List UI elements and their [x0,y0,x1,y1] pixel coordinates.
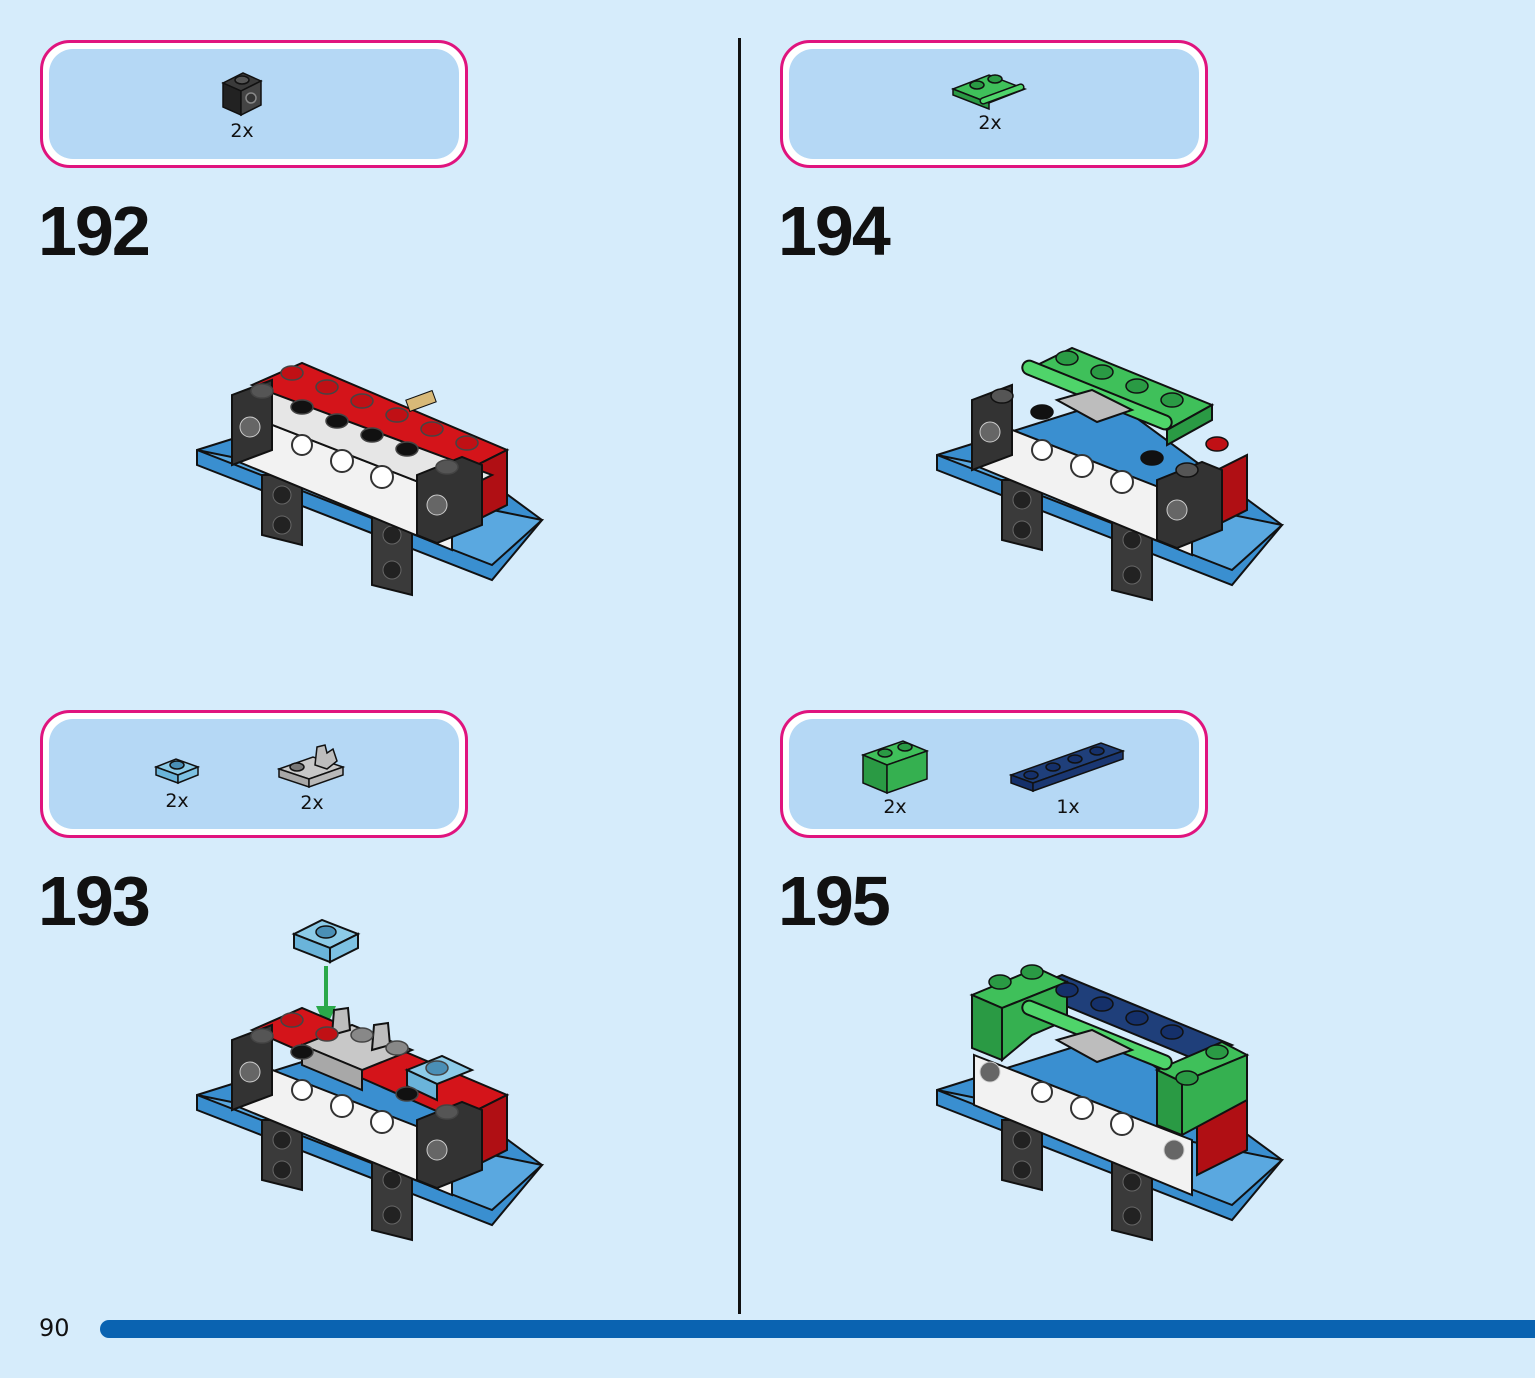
part-quantity: 2x [883,796,907,818]
step-number: 193 [38,862,151,940]
parts-callout-195: 2x 1x [780,710,1208,838]
page-number: 90 [39,1314,70,1342]
green-brick-1x2-icon [860,740,930,795]
model-illustration-193 [196,918,545,1242]
step-number: 195 [778,862,891,940]
part-quantity: 2x [230,120,254,142]
step-number: 192 [38,192,151,270]
part-item: 2x [859,737,931,818]
gray-plate-clip-icon [277,744,346,789]
part-quantity: 2x [978,112,1002,134]
step-number: 194 [778,192,891,270]
part-item: 2x [949,65,1031,134]
parts-callout-192: 2x [40,40,468,168]
column-divider [738,38,741,1314]
progress-bar [100,1320,1535,1338]
model-illustration-195 [936,964,1285,1242]
part-quantity: 2x [300,792,324,814]
parts-callout-193: 2x 2x [40,710,468,838]
black-brick-1x1-stud-side-icon [221,72,263,117]
part-quantity: 1x [1056,796,1080,818]
green-plate-handle-icon [950,74,1028,111]
light-blue-plate-1x1-icon [154,758,200,785]
dark-blue-plate-1x4-icon [1009,742,1126,793]
parts-callout-194: 2x [780,40,1208,168]
part-item: 2x [277,739,347,814]
part-quantity: 2x [165,790,189,812]
part-item: 2x [154,751,200,812]
part-item: 2x [219,69,265,142]
part-item: 1x [1009,737,1127,818]
model-illustration-192 [196,361,545,597]
model-illustration-194 [936,346,1285,602]
